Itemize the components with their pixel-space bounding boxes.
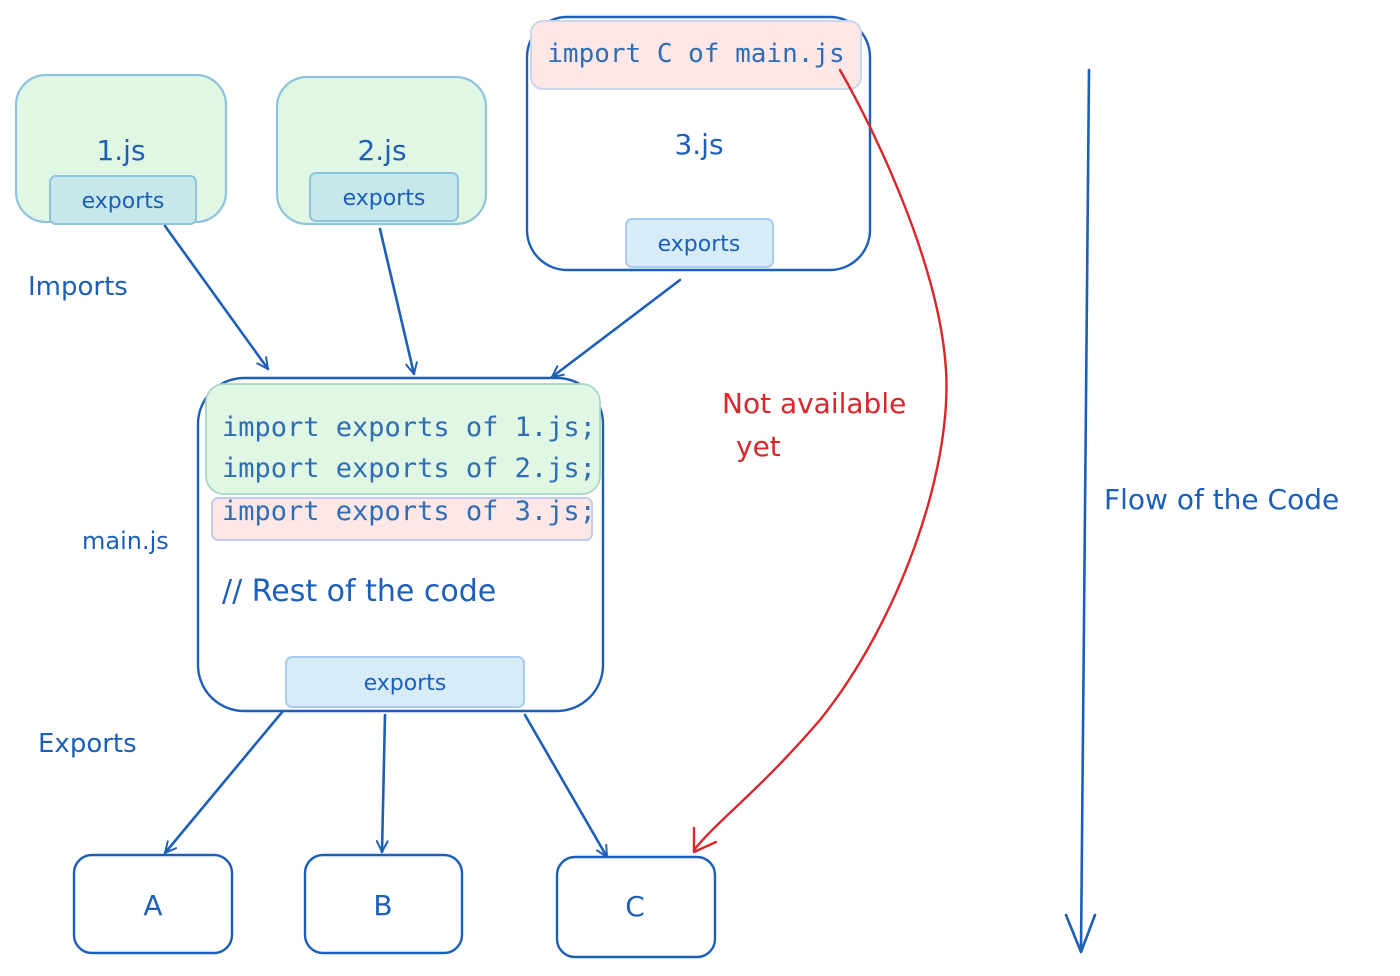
output-box-b: B [303,853,464,955]
module-2js-title: 2.js [357,134,406,167]
flow-label: Flow of the Code [1104,483,1339,516]
module-1js: 1.js exports [14,73,228,225]
module-1js-exports: exports [82,189,165,214]
flow-arrow [1079,68,1091,952]
not-available-curve [692,68,948,852]
module-3js-title: 3.js [674,128,723,161]
output-label-b: B [373,889,392,922]
not-available-label-line1: Not available [722,387,906,420]
export-arrow-c [523,713,609,859]
main-comment: // Rest of the code [222,574,496,609]
module-3js-import-line: import C of main.js [547,39,844,69]
output-box-c: C [555,855,717,959]
not-available-label-line2: yet [736,430,781,463]
output-label-c: C [625,890,645,923]
main-js-label: main.js [82,527,169,555]
import-arrow-3js [550,278,682,379]
main-import-line-2: import exports of 2.js; [222,453,596,484]
module-1js-title: 1.js [96,134,145,167]
exports-label: Exports [38,729,137,759]
output-box-a: A [72,853,234,955]
output-label-a: A [143,889,162,922]
import-arrow-2js [378,227,418,376]
module-3js: import C of main.js 3.js exports [525,15,872,272]
main-import-line-1: import exports of 1.js; [222,412,596,443]
module-mainjs: import exports of 1.js; import exports o… [196,376,605,713]
main-import-line-3: import exports of 3.js; [222,496,596,527]
import-arrow-1js [163,224,270,371]
flow-arrow-head [1064,913,1097,954]
export-arrow-b [375,713,389,854]
module-3js-exports: exports [658,232,741,257]
export-arrow-a [163,709,285,855]
module-2js: 2.js exports [275,75,488,226]
main-exports: exports [364,671,447,696]
imports-label: Imports [28,272,128,302]
not-available-arrowhead [692,826,718,854]
module-2js-exports: exports [343,186,426,211]
